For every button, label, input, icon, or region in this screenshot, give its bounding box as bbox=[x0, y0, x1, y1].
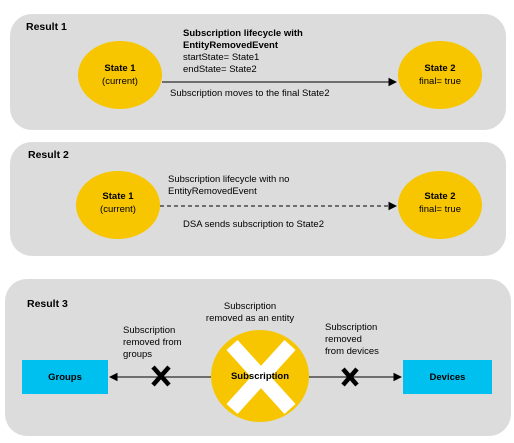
result-2-title: Result 2 bbox=[28, 149, 69, 161]
removed-devices-line-1: Subscription bbox=[325, 322, 378, 333]
removed-devices-line-3: from devices bbox=[325, 346, 379, 357]
devices-link-removed-icon bbox=[341, 367, 359, 387]
result-2-state-1: State 1 (current) bbox=[76, 171, 160, 239]
result-1-title: Result 1 bbox=[26, 21, 67, 33]
state-2-name: State 2 bbox=[424, 191, 456, 202]
removed-groups-line-2: removed from bbox=[123, 337, 182, 348]
state-2-name: State 2 bbox=[424, 63, 456, 74]
arrow-caption: Subscription moves to the final State2 bbox=[170, 88, 330, 99]
groups-box: Groups bbox=[22, 360, 108, 394]
result-3-title: Result 3 bbox=[27, 298, 68, 310]
lifecycle-label-line-2: EntityRemovedEvent bbox=[168, 186, 257, 197]
groups-label: Groups bbox=[48, 371, 82, 383]
lifecycle-label-line-1: Subscription lifecycle with bbox=[183, 28, 303, 39]
removed-groups-line-3: groups bbox=[123, 349, 153, 360]
result-1-state-2: State 2 final= true bbox=[398, 41, 482, 109]
result-1-state-1: State 1 (current) bbox=[78, 41, 162, 109]
state-1-sub: (current) bbox=[100, 204, 136, 215]
state-1-sub: (current) bbox=[102, 76, 138, 87]
start-state-label: startState= State1 bbox=[183, 52, 260, 63]
state-2-sub: final= true bbox=[419, 76, 461, 87]
arrow-caption: DSA sends subscription to State2 bbox=[183, 219, 324, 230]
removed-entity-line-2: removed as an entity bbox=[205, 313, 295, 324]
state-1-name: State 1 bbox=[104, 63, 136, 74]
state-1-name: State 1 bbox=[102, 191, 134, 202]
subscription-label: Subscription bbox=[230, 371, 290, 382]
lifecycle-label-line-1: Subscription lifecycle with no bbox=[168, 174, 290, 185]
removed-devices-line-2: removed bbox=[325, 334, 362, 345]
lifecycle-label-line-2: EntityRemovedEvent bbox=[183, 40, 279, 51]
end-state-label: endState= State2 bbox=[183, 64, 257, 75]
removed-groups-line-1: Subscription bbox=[123, 325, 176, 336]
result-2-state-2: State 2 final= true bbox=[398, 171, 482, 239]
state-2-sub: final= true bbox=[419, 204, 461, 215]
devices-label: Devices bbox=[429, 371, 466, 383]
groups-link-removed-icon bbox=[151, 365, 171, 387]
devices-box: Devices bbox=[403, 360, 492, 394]
removed-entity-line-1: Subscription bbox=[223, 301, 277, 312]
removed-cross-icon bbox=[226, 339, 296, 415]
